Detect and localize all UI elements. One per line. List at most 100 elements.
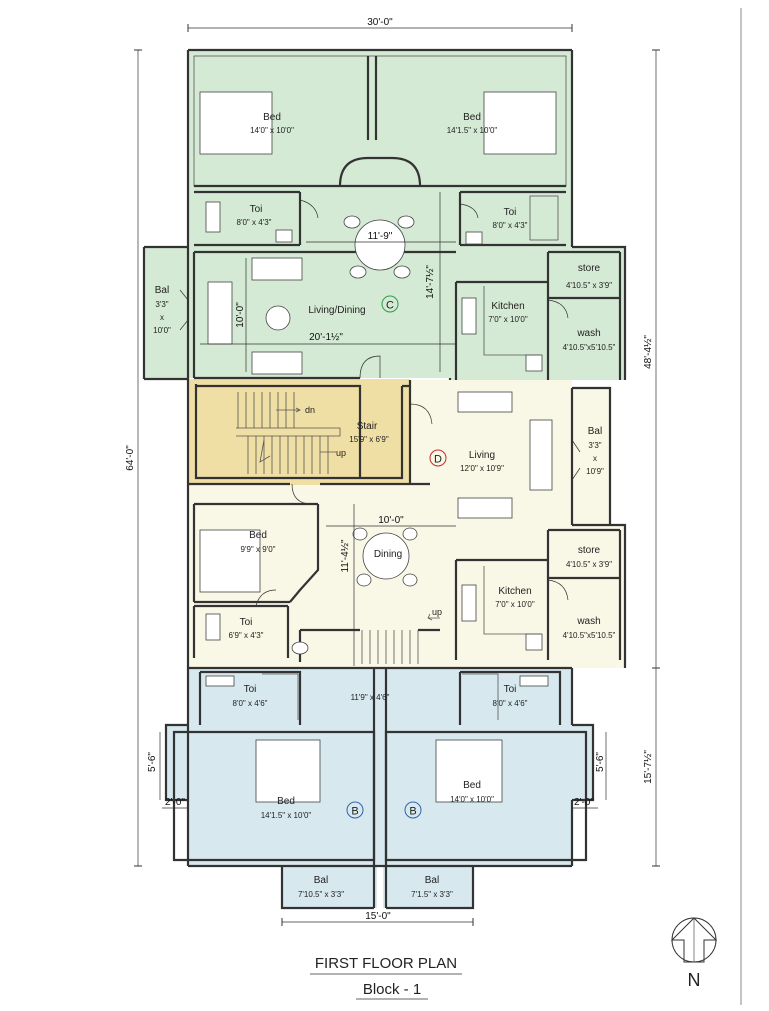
dim-right-proj-w: 2'-0"	[574, 797, 594, 808]
chair	[397, 215, 415, 229]
room-name: store	[578, 263, 601, 274]
sofa	[251, 351, 303, 375]
unit-b-left-letter: B	[351, 806, 358, 818]
room-name: Bed	[277, 796, 295, 807]
unit-b-left-balcony-fill	[282, 866, 377, 908]
room-name: Bal	[425, 875, 439, 886]
room-size: 7'10.5" x 3'3"	[298, 890, 344, 899]
center-table	[265, 305, 291, 331]
room-name: Toi	[244, 684, 257, 695]
dining-table-c	[354, 219, 406, 271]
room-size: 8'0" x 4'3"	[237, 218, 272, 227]
room-name: Toi	[240, 617, 253, 628]
room-size: 7'0" x 10'0"	[488, 315, 528, 324]
toilet-band	[194, 184, 566, 194]
room-size: 8'0" x 4'6"	[493, 699, 528, 708]
counter	[483, 286, 540, 356]
sofa	[529, 419, 553, 491]
chair	[402, 527, 418, 541]
room-name: Bed	[249, 530, 267, 541]
unit-d-letter: D	[434, 454, 442, 466]
dim-overall-height: 64'-0"	[125, 445, 136, 471]
dimension-labels: 30'-0" 64'-0" 48'-4½" 15'-7½" 11'-9" 14'…	[125, 17, 654, 922]
door-swing	[547, 579, 569, 601]
stair-walls	[194, 384, 410, 480]
room-name: store	[578, 545, 601, 556]
toi-b-walls	[198, 670, 562, 725]
room-size: 9'9" x 9'0"	[241, 545, 276, 554]
room-size: x	[593, 454, 597, 463]
room-size: 7'0" x 10'0"	[495, 600, 535, 609]
bed-c-left-bed	[199, 91, 273, 155]
room-name: Bed	[463, 112, 481, 123]
room-name: Dining	[374, 549, 402, 560]
north-arrow-icon: N	[670, 917, 718, 990]
dining-table-d	[362, 532, 410, 580]
door-swing	[459, 203, 479, 219]
chair	[393, 265, 411, 279]
lobby-size: 11'9" x 4'6"	[351, 693, 390, 702]
room-size: 14'1.5" x 10'0"	[261, 811, 312, 820]
room-name: Toi	[504, 207, 517, 218]
dim-left-proj-w: 2'-0"	[165, 797, 185, 808]
toilet-walls	[194, 192, 566, 247]
mid-division	[188, 380, 430, 486]
dim-bottom-width: 15'-0"	[365, 911, 391, 922]
balcony-door	[179, 289, 189, 331]
chair	[402, 573, 418, 587]
room-name: Bal	[314, 875, 328, 886]
kitchen-d-walls	[454, 523, 627, 668]
room-size: 10'9"	[586, 467, 604, 476]
hob	[461, 584, 477, 622]
room-size: 3'3"	[155, 300, 168, 309]
room-name: Bal	[588, 426, 602, 437]
door-swing	[255, 589, 277, 607]
room-name: Toi	[504, 684, 517, 695]
unit-b-left-marker	[346, 801, 364, 819]
bed-d-walls	[192, 502, 320, 604]
room-name: Stair	[357, 421, 378, 432]
unit-d-marker	[429, 449, 447, 467]
door-swing	[291, 483, 313, 505]
counter	[483, 566, 540, 635]
door-swing	[409, 403, 433, 425]
unit-b-outer	[164, 668, 595, 868]
room-size: 8'0" x 4'6"	[233, 699, 268, 708]
party-wall-b	[372, 668, 388, 908]
north-label: N	[688, 970, 701, 990]
shower	[529, 195, 559, 241]
room-name: Kitchen	[491, 301, 524, 312]
door-swing	[299, 199, 319, 219]
living-c-walls	[192, 250, 456, 380]
room-size: 6'9" x 4'3"	[229, 631, 264, 640]
wc	[205, 613, 221, 641]
wc	[205, 201, 221, 233]
dim-left-proj-h: 5'-6"	[147, 752, 158, 772]
unit-c-letter: C	[386, 300, 394, 312]
basin	[465, 231, 483, 245]
unit-c-marker	[381, 295, 399, 313]
unit-markers: C D B B	[346, 295, 447, 819]
door-swing	[547, 299, 569, 319]
room-name: Living	[469, 450, 495, 461]
sofa	[457, 497, 513, 519]
balcony-door	[571, 439, 581, 481]
balcony-d-walls	[570, 386, 612, 525]
bed-b-right-bed	[435, 739, 503, 803]
chair	[343, 215, 361, 229]
dimension-lines	[134, 24, 660, 926]
sofa	[207, 281, 233, 345]
room-size: 14'0" x 10'0"	[450, 795, 494, 804]
bed-b-left-bed	[255, 739, 321, 803]
balcony-b-walls	[280, 866, 475, 910]
plan-title: FIRST FLOOR PLAN	[315, 955, 457, 972]
dim-c-dining: 11'-9"	[368, 231, 393, 242]
room-name: Bal	[155, 285, 169, 296]
room-size: 4'10.5"x5'10.5"	[563, 631, 616, 640]
dim-c-vertical: 14'-7½"	[425, 265, 436, 299]
room-size: 12'0" x 10'9"	[460, 464, 504, 473]
unit-b-zone	[166, 668, 593, 908]
dining-niche	[338, 156, 422, 187]
title-block: FIRST FLOOR PLAN Block - 1	[310, 955, 462, 1000]
basin	[205, 675, 235, 687]
